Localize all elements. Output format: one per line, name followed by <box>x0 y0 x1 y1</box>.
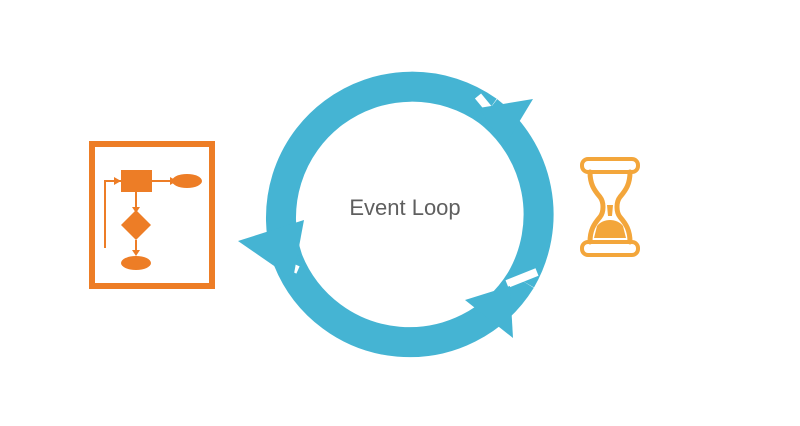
loop-arrowhead-left <box>238 220 304 279</box>
loop-arc-top <box>266 71 497 265</box>
flowchart-icon <box>89 141 215 289</box>
loop-cycle-icon <box>238 71 554 358</box>
hourglass-icon <box>580 157 640 257</box>
loop-arrowhead-bottom <box>465 286 513 338</box>
loop-arrowhead-top <box>479 99 533 147</box>
loop-arc-right <box>478 99 554 288</box>
event-loop-label: Event Loop <box>349 195 461 220</box>
